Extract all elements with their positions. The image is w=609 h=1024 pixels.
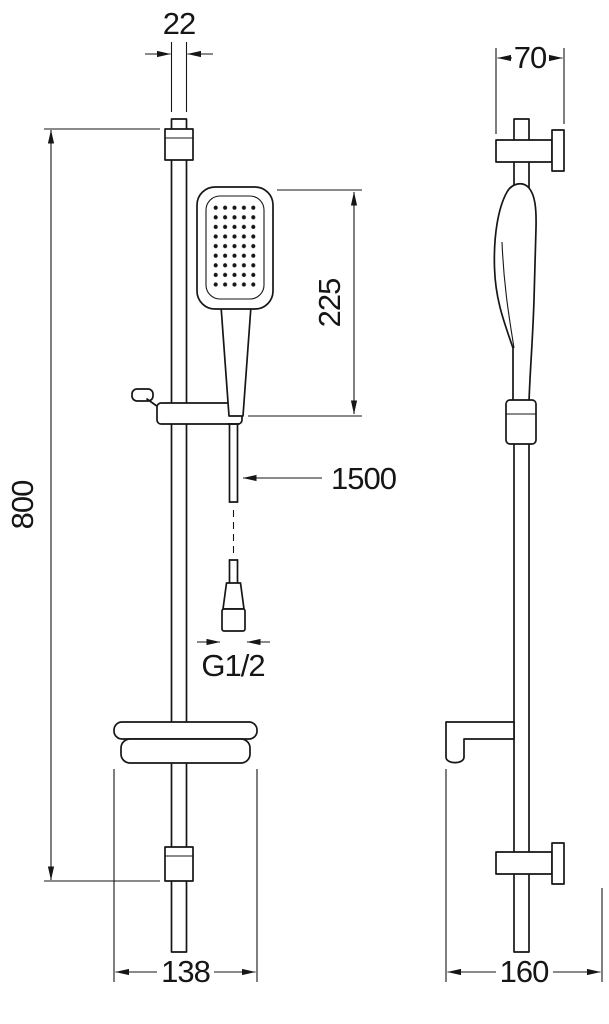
shelf-side: [445, 721, 515, 764]
hose-connector-cone: [222, 582, 245, 610]
dim-shelf-depth-label: 160: [500, 954, 549, 989]
bottom-bracket-front: [164, 846, 194, 882]
dim-handshower-height-label: 225: [312, 279, 347, 328]
dim-shelf-width: 138: [113, 769, 258, 989]
dimensions: 22 800 225 1500 G1/2: [5, 6, 603, 989]
top-bracket-arm: [495, 139, 553, 163]
top-bracket-side: [495, 129, 565, 172]
shelf-front: [113, 721, 258, 764]
dim-shelf-depth: 160: [445, 769, 603, 989]
top-bracket-wallplate: [551, 129, 565, 172]
dim-rail-width-label: 22: [163, 6, 195, 41]
side-view: [445, 118, 565, 953]
handshower-faceplate: [205, 195, 265, 300]
slider-side: [505, 399, 537, 445]
dim-bracket-depth: 70: [495, 40, 565, 134]
top-bracket-front: [164, 128, 194, 161]
handshower-side-detail: [501, 241, 515, 349]
slider-knob: [131, 388, 154, 402]
dim-bar-height: 800: [5, 128, 160, 882]
dim-bar-height-label: 800: [5, 480, 40, 529]
dim-hose-length-label: 1500: [331, 461, 397, 496]
handshower-handle-front: [220, 305, 252, 417]
slider-side-body: [505, 399, 537, 445]
dim-shelf-width-label: 138: [161, 954, 210, 989]
hose-nut: [221, 608, 246, 632]
handshower-side: [493, 182, 537, 403]
shelf-body: [120, 738, 251, 764]
hose-front: [221, 423, 246, 632]
handshower-front: [196, 186, 274, 417]
dim-thread-label: G1/2: [201, 648, 264, 683]
dim-bracket-depth-label: 70: [514, 40, 547, 75]
spray-nozzles: [213, 205, 258, 291]
dim-handshower-height: 225: [248, 189, 362, 417]
bottom-bracket-side: [495, 842, 565, 885]
dim-thread: G1/2: [197, 638, 270, 683]
rail-front: [170, 118, 188, 953]
slider-front: [131, 388, 243, 425]
shelf-rim: [113, 721, 258, 740]
dim-hose-length: 1500: [242, 461, 398, 496]
dim-rail-width: 22: [145, 6, 213, 112]
bottom-bracket-arm: [495, 851, 553, 875]
bottom-bracket-wallplate: [551, 842, 565, 885]
front-view: [113, 118, 274, 953]
